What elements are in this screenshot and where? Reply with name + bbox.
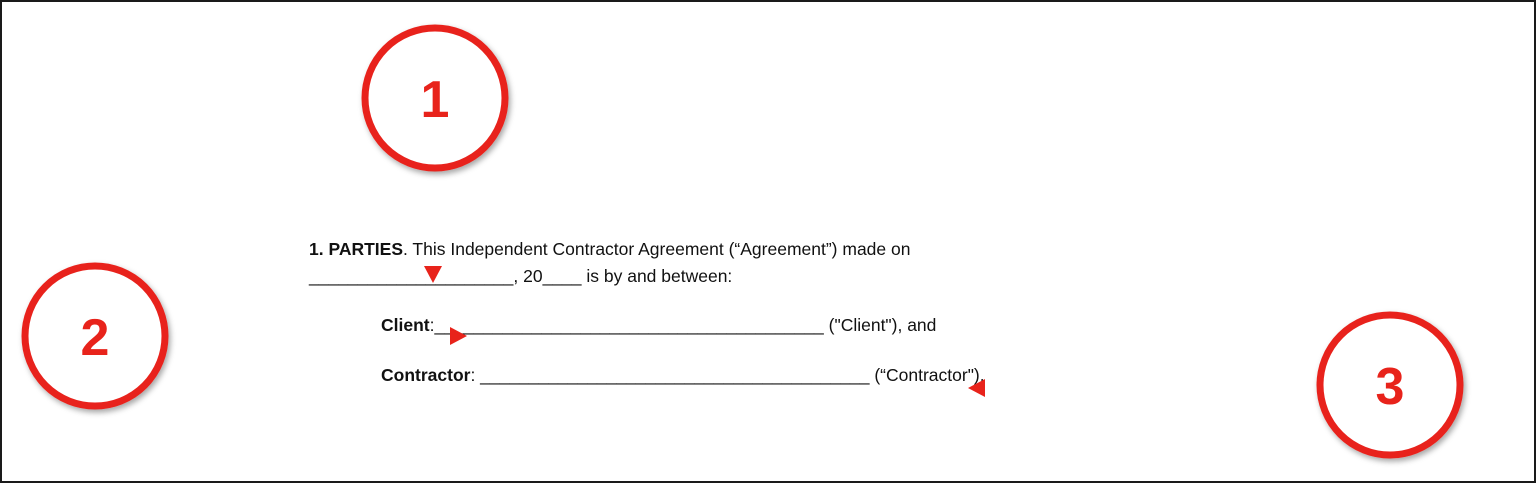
callout-3: 3: [968, 311, 1464, 459]
client-name-blank: :_______________________________________…: [429, 315, 937, 335]
callout-2: 2: [21, 262, 467, 410]
callout-1-number: 1: [421, 71, 450, 129]
date-blank-line: _____________________, 20____ is by and …: [309, 266, 733, 286]
contractor-line: Contractor: ____________________________…: [381, 364, 985, 386]
callout-1-arrowhead: [424, 266, 442, 283]
callout-3-arrowhead: [968, 379, 985, 397]
client-line: Client:_________________________________…: [381, 314, 936, 336]
callout-2-circle: [21, 262, 169, 410]
parties-paragraph-line-1: 1. PARTIES. This Independent Contractor …: [309, 238, 910, 260]
callout-3-circle: [1316, 311, 1464, 459]
callout-3-number: 3: [1376, 358, 1405, 416]
callout-1-circle: [361, 24, 509, 172]
client-label: Client: [381, 315, 430, 335]
callout-2-number: 2: [81, 309, 110, 367]
parties-heading: 1. PARTIES: [309, 239, 404, 259]
callout-2-arrowhead: [450, 327, 467, 345]
contractor-name-blank: : ______________________________________…: [470, 365, 985, 385]
contractor-label: Contractor: [381, 365, 471, 385]
parties-intro-text: . This Independent Contractor Agreement …: [403, 239, 911, 259]
callout-1: 1: [361, 24, 509, 283]
